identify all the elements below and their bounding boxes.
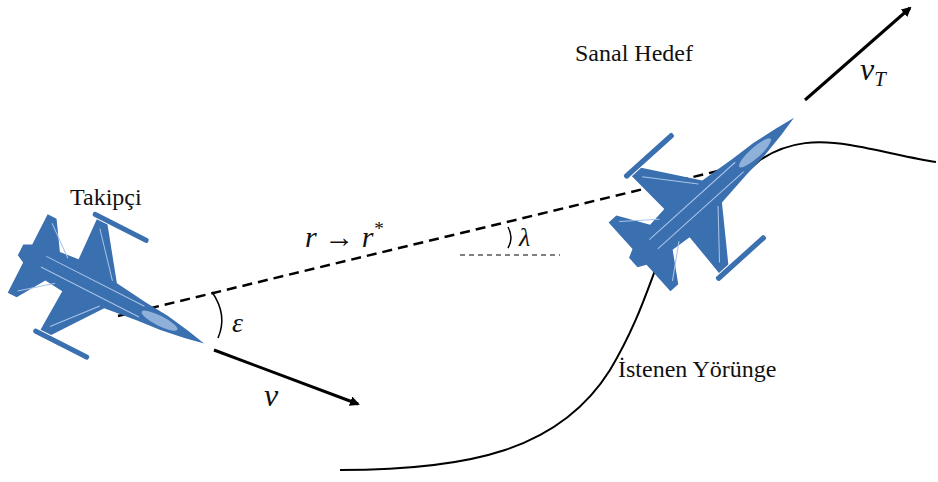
distance-label: r → r* (305, 218, 383, 253)
angle-label: ε (232, 308, 243, 339)
velocity-label: vT (860, 52, 886, 91)
follower-velocity (214, 350, 358, 404)
virtual-target-jet (586, 65, 842, 316)
follower-jet (0, 189, 235, 404)
lambda-arc (508, 227, 511, 248)
velocity-label: v (264, 378, 278, 413)
target-velocity (805, 8, 910, 100)
follower-name: Takipçi (70, 184, 142, 210)
target-name: Sanal Hedef (575, 40, 693, 66)
angle-label: λ (519, 224, 530, 253)
reference-line (460, 255, 560, 256)
epsilon-arc (212, 292, 222, 338)
trajectory-name: İstenen Yörünge (618, 356, 776, 382)
